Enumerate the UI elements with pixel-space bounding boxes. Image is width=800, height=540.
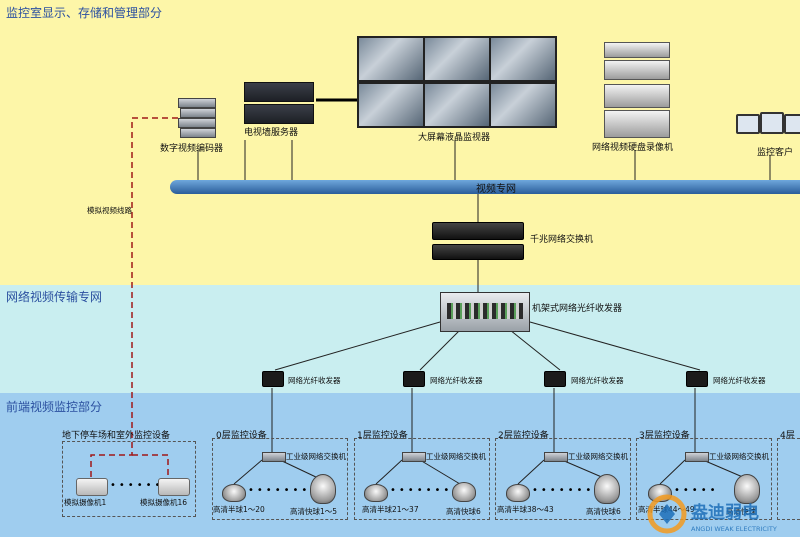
camera-ellipsis: ••••• [674,485,719,496]
analog-camera-label-16: 模拟摄像机16 [140,498,188,507]
zone-title-floor0: 0层监控设备 [216,431,267,441]
zone-title-floor2: 2层监控设备 [498,431,549,441]
backbone-label: 视频专网 [476,184,516,195]
section-title-frontend: 前端视频监控部分 [6,400,103,414]
client-workstation [736,112,800,138]
speed-dome-label-0: 高清快球1～5 [290,507,338,516]
tv-wall-server-1 [244,82,314,102]
angdi-logo: 盎迪弱电 ANGDI WEAK ELECTRICITY [645,492,800,536]
transport-band [0,285,800,393]
nvr-stack [604,42,670,138]
industrial-switch-label-1: 工业级网络交换机 [426,452,486,461]
speed-dome-label-1: 高清快球6 [446,507,481,516]
industrial-switch-label-3: 工业级网络交换机 [709,452,769,461]
analog-camera-icon-1 [76,478,108,496]
tv-wall-server-label: 电视墙服务器 [244,128,299,138]
svg-text:ANGDI WEAK ELECTRICITY: ANGDI WEAK ELECTRICITY [691,525,777,533]
zone-floor2 [495,438,631,520]
analog-camera-label-1: 模拟摄像机1 [64,498,107,507]
dome-label-0: 高清半球1～20 [213,505,265,514]
gigabit-switch-label: 千兆网络交换机 [530,235,594,245]
speed-dome-icon-1 [452,482,476,502]
analog-camera-icon-16 [158,478,190,496]
rack-fiber-transceiver [440,292,530,332]
industrial-switch-label-2: 工业级网络交换机 [568,452,628,461]
fiber-transceiver-label-2: 网络光纤收发器 [430,376,483,385]
speed-dome-label-2: 高清快球6 [586,507,621,516]
zone-floor0 [212,438,348,520]
section-title-transport: 网络视频传输专网 [6,290,103,304]
industrial-switch-icon-0 [262,452,286,462]
lcd-video-wall [357,36,557,128]
client-label: 监控客户 [757,148,794,158]
zone-title-underground: 地下停车场和室外监控设备 [62,431,171,441]
rack-transceiver-label: 机架式网络光纤收发器 [532,304,623,314]
analog-line-label: 模拟视频线路 [87,206,132,215]
dome-camera-icon-0 [222,484,246,502]
fiber-transceiver-1 [262,371,284,387]
fiber-transceiver-3 [544,371,566,387]
encoder-label: 数字视频编码器 [160,144,224,154]
video-backbone [170,180,800,194]
video-encoder-stack [178,98,216,138]
industrial-switch-label-0: 工业级网络交换机 [286,452,346,461]
fiber-transceiver-2 [403,371,425,387]
zone-floor1 [354,438,490,520]
camera-ellipsis: ••••••• [532,485,595,496]
fiber-transceiver-label-1: 网络光纤收发器 [288,376,341,385]
speed-dome-icon-0 [310,474,336,504]
camera-ellipsis: ••••••• [390,485,453,496]
zone-title-floor4: 4层 [780,431,795,441]
dome-label-1: 高清半球21～37 [362,505,419,514]
dome-label-2: 高清半球38～43 [497,505,554,514]
zone-underground [62,441,196,517]
dome-camera-icon-1 [364,484,388,502]
svg-text:盎迪弱电: 盎迪弱电 [690,502,759,523]
fiber-transceiver-label-4: 网络光纤收发器 [713,376,766,385]
nvr-label: 网络视频硬盘录像机 [592,143,674,153]
lcd-wall-label: 大屏幕液晶监视器 [418,133,491,143]
camera-ellipsis: ••••••• [248,485,311,496]
zone-title-floor3: 3层监控设备 [639,431,690,441]
speed-dome-icon-3 [734,474,760,504]
fiber-transceiver-label-3: 网络光纤收发器 [571,376,624,385]
industrial-switch-icon-3 [685,452,709,462]
zone-title-floor1: 1层监控设备 [357,431,408,441]
dome-camera-icon-2 [506,484,530,502]
camera-ellipsis: •••••• [110,480,164,491]
zone-floor4 [777,438,800,520]
tv-wall-server-2 [244,104,314,124]
speed-dome-label-3: 高清快球 [726,507,756,516]
speed-dome-icon-2 [594,474,620,504]
fiber-transceiver-4 [686,371,708,387]
industrial-switch-icon-1 [402,452,426,462]
industrial-switch-icon-2 [544,452,568,462]
zone-floor3 [636,438,772,520]
gigabit-switch [432,222,524,260]
section-title-control: 监控室显示、存储和管理部分 [6,6,163,20]
